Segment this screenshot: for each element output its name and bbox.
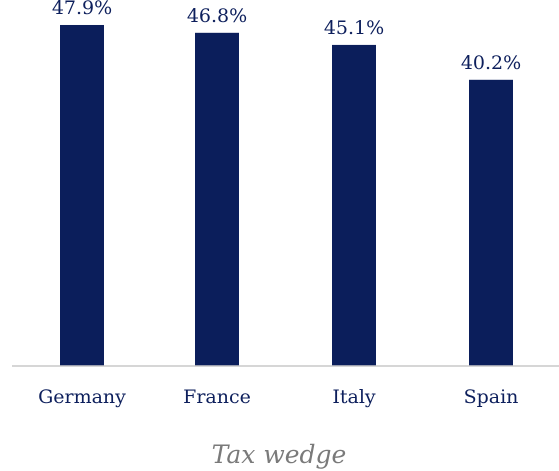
bar-italy — [332, 44, 376, 366]
x-tick-label-france: France — [183, 386, 251, 408]
value-label-spain: 40.2% — [461, 52, 521, 74]
x-tick-labels-group: Germany France Italy Spain — [38, 386, 518, 408]
value-label-italy: 45.1% — [324, 17, 384, 39]
x-axis-title: Tax wedge — [212, 440, 347, 469]
x-tick-label-germany: Germany — [38, 386, 126, 408]
value-labels-group: 47.9% 46.8% 45.1% 40.2% — [52, 0, 521, 74]
bar-france — [195, 32, 239, 366]
bar-germany — [60, 24, 104, 366]
value-label-germany: 47.9% — [52, 0, 112, 19]
x-tick-label-spain: Spain — [464, 386, 519, 408]
bars-group — [60, 24, 513, 367]
x-tick-label-italy: Italy — [332, 386, 376, 408]
value-label-france: 46.8% — [187, 5, 247, 27]
bar-spain — [469, 79, 513, 367]
